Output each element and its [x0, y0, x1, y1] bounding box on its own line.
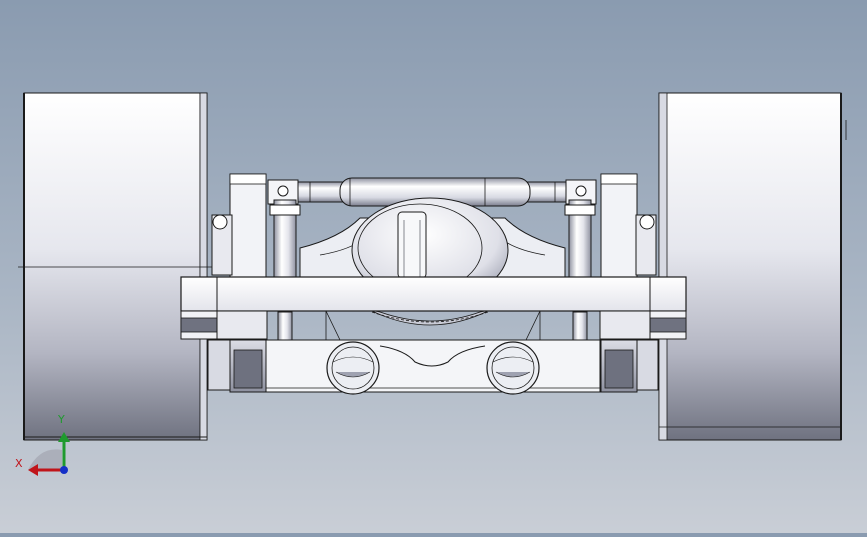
right-link-ring[interactable] — [486, 341, 540, 395]
left-link-ring[interactable] — [326, 341, 380, 395]
right-steering-knuckle[interactable] — [600, 173, 659, 393]
tie-rod[interactable] — [267, 177, 597, 207]
coordinate-triad-icon — [28, 432, 70, 476]
triad-x-label: X — [15, 457, 23, 470]
right-wheel[interactable] — [658, 92, 847, 441]
left-wheel[interactable] — [18, 92, 230, 441]
differential-housing[interactable] — [299, 197, 566, 326]
axle-beam[interactable] — [180, 276, 687, 340]
triad-y-label: Y — [58, 413, 65, 426]
left-steering-knuckle[interactable] — [207, 173, 267, 393]
